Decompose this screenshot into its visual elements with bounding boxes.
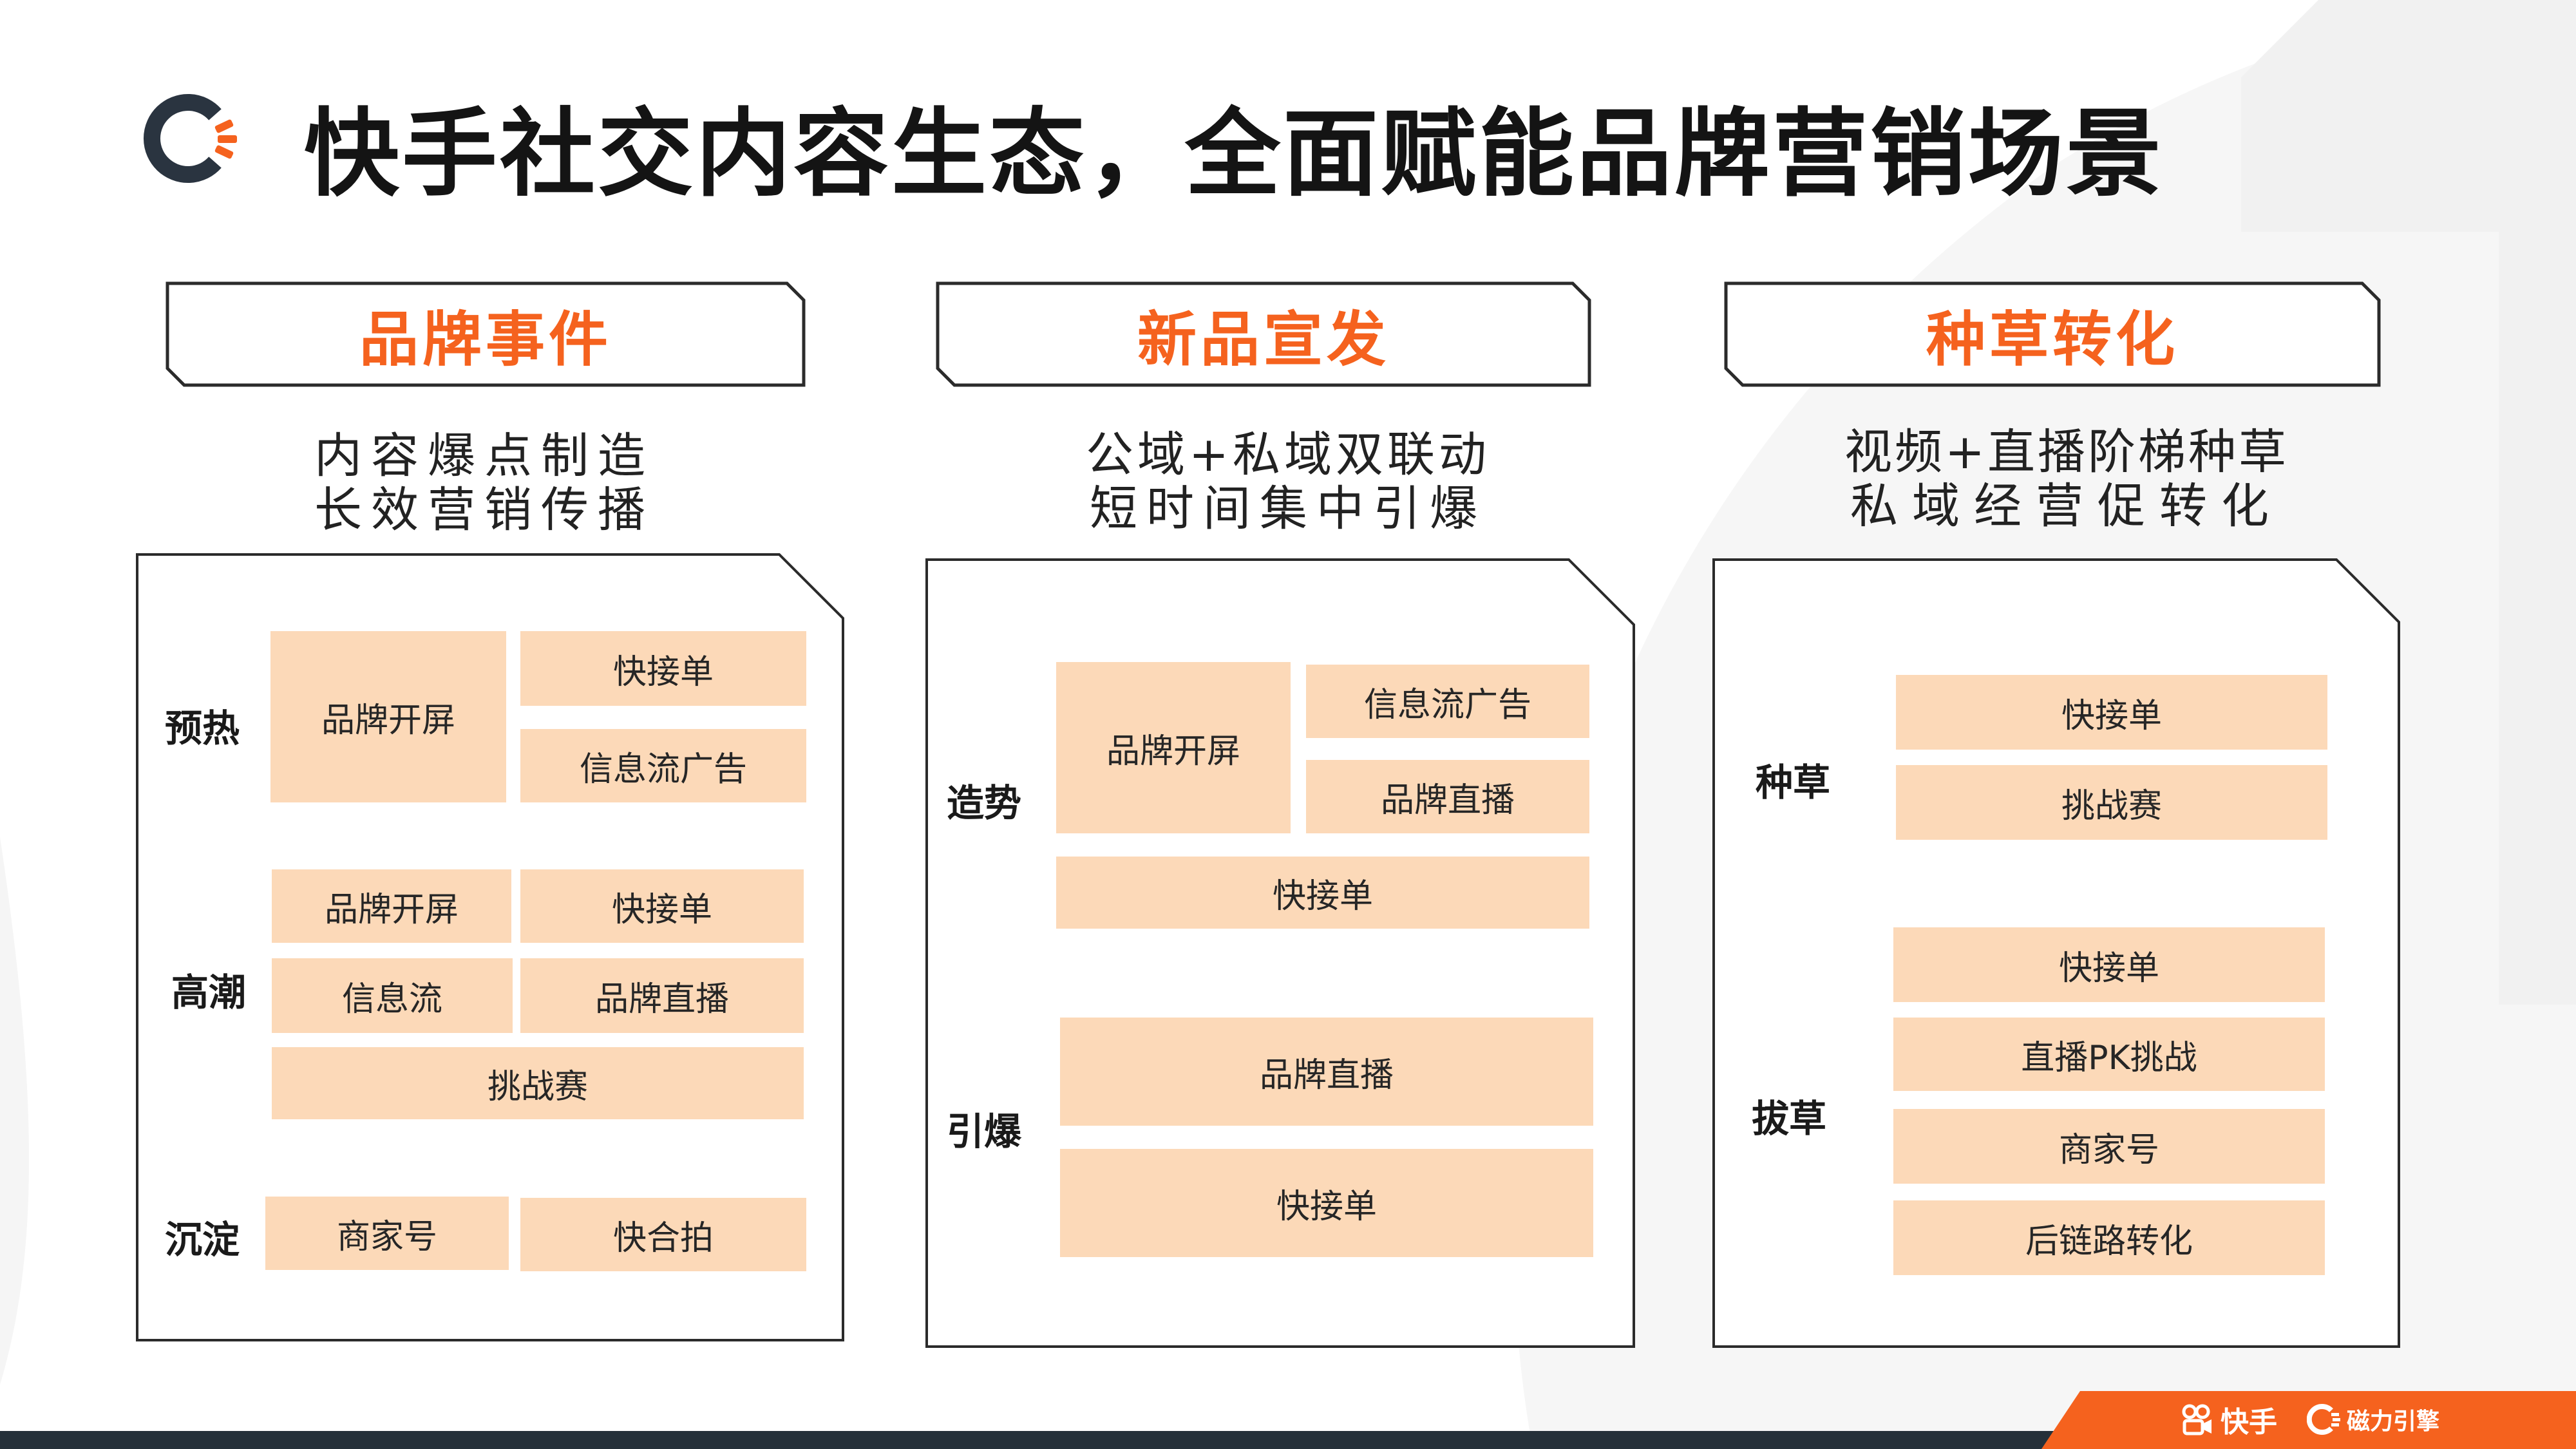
tile: 快接单 bbox=[1060, 1149, 1593, 1257]
magnetic-engine-logo-icon bbox=[2307, 1404, 2340, 1435]
tile: 品牌直播 bbox=[520, 958, 804, 1033]
tile: 后链路转化 bbox=[1893, 1200, 2325, 1275]
tile: 快接单 bbox=[1056, 857, 1589, 929]
subtitle-line: 视频+直播阶梯种草 bbox=[1844, 424, 2289, 480]
subtitle-line: 长效营销传播 bbox=[314, 482, 654, 538]
tile: 品牌直播 bbox=[1060, 1018, 1593, 1126]
tab-label: 种草转化 bbox=[1926, 305, 2179, 374]
stage-label: 造势 bbox=[947, 781, 1022, 825]
tab-product-launch: 新品宣发 bbox=[935, 281, 1592, 388]
tile: 快接单 bbox=[1896, 675, 2327, 750]
column-subtitle: 视频+直播阶梯种草 私域经营促转化 bbox=[1844, 425, 2289, 533]
tile: 快接单 bbox=[520, 631, 806, 706]
tile: 品牌开屏 bbox=[1056, 662, 1291, 833]
stage-label: 沉淀 bbox=[165, 1218, 240, 1262]
kuaishou-logo-icon bbox=[2182, 1404, 2211, 1435]
tile: 挑战赛 bbox=[272, 1047, 804, 1119]
stage-label: 种草 bbox=[1756, 761, 1831, 804]
tile: 直播PK挑战 bbox=[1893, 1018, 2325, 1091]
tab-label: 新品宣发 bbox=[1137, 305, 1390, 374]
subtitle-line: 私域经营促转化 bbox=[1850, 478, 2283, 534]
subtitle-line: 公域+私域双联动 bbox=[1086, 427, 1491, 482]
stage-label: 高潮 bbox=[171, 971, 247, 1014]
footer-brand-kuaishou: 快手 bbox=[2181, 1395, 2277, 1444]
tile: 品牌开屏 bbox=[270, 631, 506, 802]
footer-brand-label: 快手 bbox=[2221, 1406, 2277, 1439]
page-title: 快手社交内容生态，全面赋能品牌营销场景 bbox=[304, 99, 2164, 209]
tile: 信息流广告 bbox=[520, 729, 806, 802]
column-subtitle: 公域+私域双联动 短时间集中引爆 bbox=[1086, 428, 1490, 536]
tile: 快合拍 bbox=[520, 1198, 806, 1271]
footer-brand-label: 磁力引擎 bbox=[2347, 1408, 2440, 1435]
tab-seeding-conversion: 种草转化 bbox=[1723, 281, 2382, 388]
footer-brand-magnetic: 磁力引擎 bbox=[2307, 1395, 2439, 1444]
tile: 信息流广告 bbox=[1306, 665, 1589, 738]
brand-logo-icon bbox=[143, 94, 237, 183]
tile: 品牌开屏 bbox=[272, 869, 511, 943]
stage-label: 预热 bbox=[165, 706, 240, 750]
tile: 快接单 bbox=[1893, 927, 2325, 1002]
tile: 快接单 bbox=[520, 869, 804, 943]
stage-label: 拔草 bbox=[1752, 1097, 1827, 1141]
subtitle-line: 内容爆点制造 bbox=[314, 428, 654, 484]
subtitle-line: 短时间集中引爆 bbox=[1090, 481, 1486, 536]
stage-label: 引爆 bbox=[947, 1110, 1022, 1153]
tab-brand-event: 品牌事件 bbox=[165, 281, 806, 388]
tile: 品牌直播 bbox=[1306, 760, 1589, 833]
tile: 信息流 bbox=[272, 958, 513, 1033]
tile: 商家号 bbox=[265, 1197, 509, 1270]
tab-label: 品牌事件 bbox=[359, 305, 612, 374]
tile: 挑战赛 bbox=[1896, 765, 2327, 840]
tile: 商家号 bbox=[1893, 1109, 2325, 1184]
column-subtitle: 内容爆点制造 长效营销传播 bbox=[314, 429, 654, 537]
